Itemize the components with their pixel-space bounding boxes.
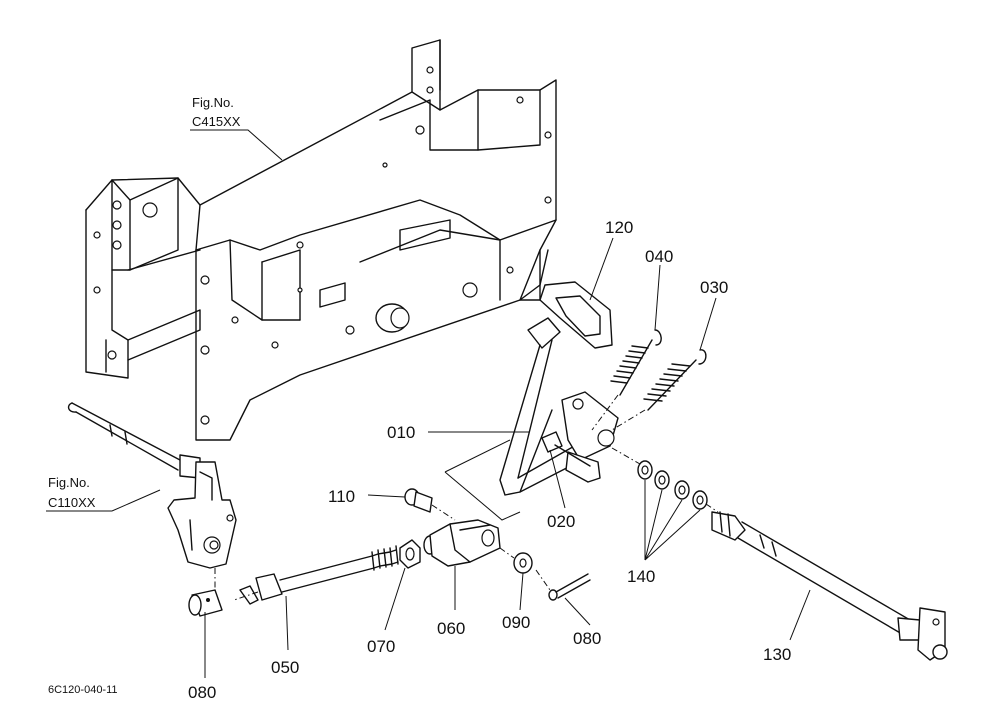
shaft-c110xx: [67, 402, 237, 590]
callout-120: 120: [605, 218, 633, 237]
shaft-130: [711, 511, 948, 661]
leader-lines: [204, 237, 811, 678]
cotter-pin-090: [535, 569, 591, 601]
callout-040: 040: [645, 247, 673, 266]
callout-140: 140: [627, 567, 655, 586]
shaft-fig-reference: Fig.No. C110XX: [46, 475, 161, 512]
drawing-number: 6C120-040-11: [48, 684, 118, 696]
pin-080: [188, 589, 223, 617]
callout-labels: 120 040 030 010 020 110 140 130 050 070 …: [188, 218, 791, 702]
callout-010: 010: [387, 423, 415, 442]
shaft-fig-line1: Fig.No.: [48, 475, 90, 490]
washers-140: [611, 447, 719, 513]
callout-060: 060: [437, 619, 465, 638]
frame-fig-reference: Fig.No. C415XX: [190, 95, 283, 161]
pedal-pad-120: [539, 281, 613, 349]
callout-080: 080: [188, 683, 216, 702]
frame-fig-line2: C415XX: [192, 114, 241, 129]
pedal-arm-010: [499, 317, 619, 496]
callout-020: 020: [547, 512, 575, 531]
frame-fig-line1: Fig.No.: [192, 95, 234, 110]
nut-070: [399, 539, 421, 569]
callout-030: 030: [700, 278, 728, 297]
callout-100: 090: [502, 613, 530, 632]
spring-030: [611, 349, 707, 431]
frame-assembly: [85, 39, 557, 441]
spring-040: [591, 329, 662, 431]
washer-100: [499, 547, 533, 574]
rod-050: [233, 545, 399, 605]
callout-050: 050: [271, 658, 299, 677]
callout-130: 130: [763, 645, 791, 664]
shaft-fig-line2: C110XX: [48, 495, 96, 510]
callout-110: 110: [328, 487, 355, 506]
clevis-060: [423, 519, 501, 567]
bolt-020: [541, 431, 591, 467]
callout-070: 070: [367, 637, 395, 656]
callout-090: 080: [573, 629, 601, 648]
clevis-pin-110: [404, 488, 456, 521]
guide-outline: [444, 439, 521, 521]
